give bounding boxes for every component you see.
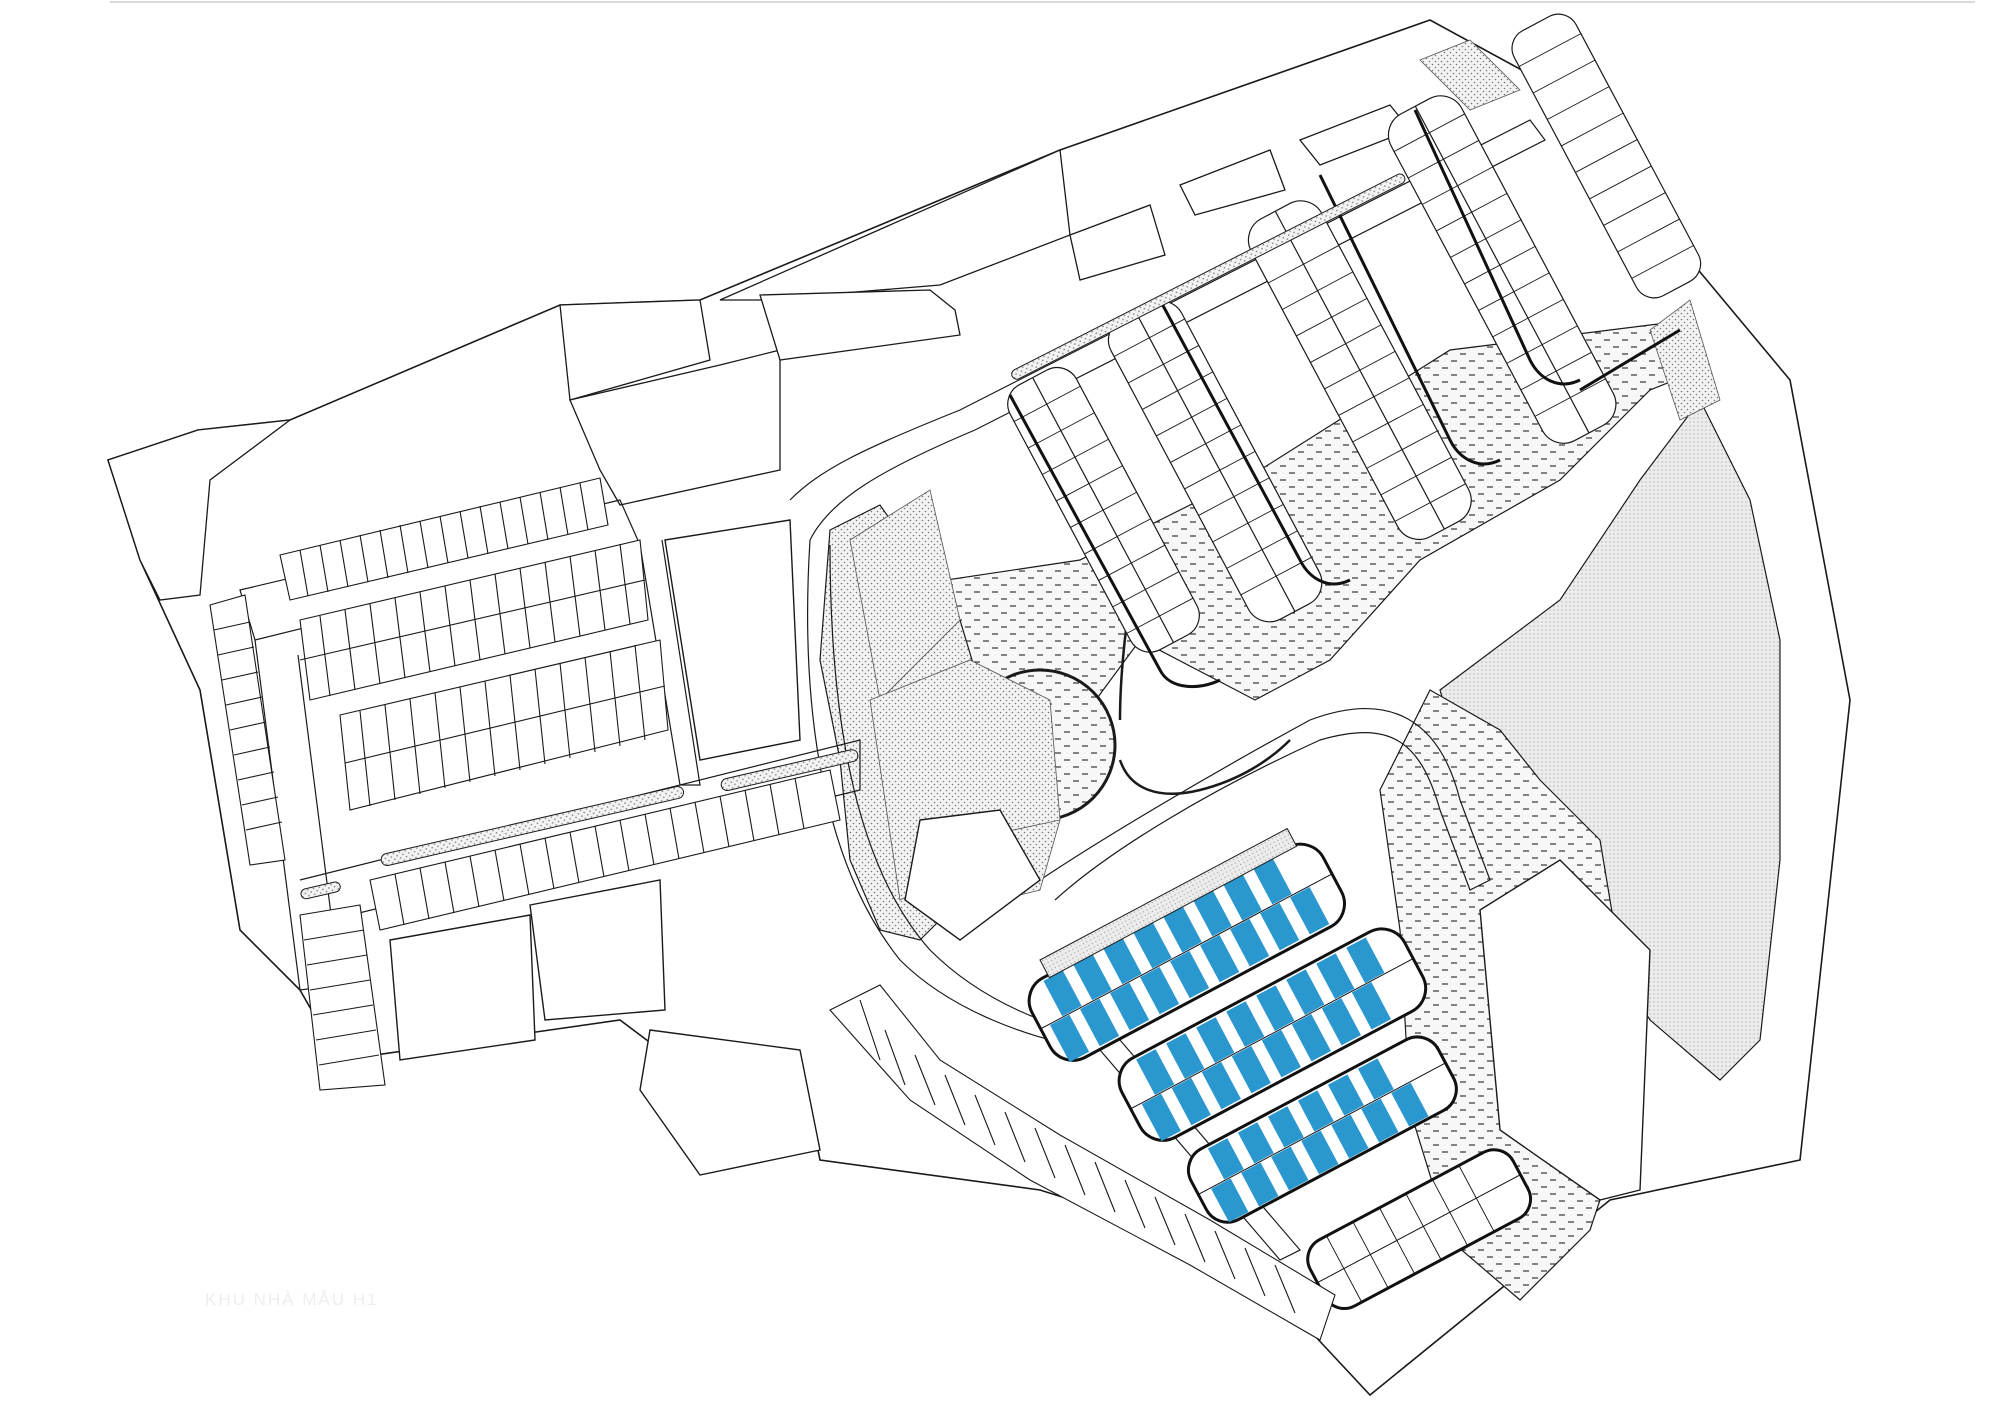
lot-column-southwest — [299, 904, 386, 1091]
model-row-2 — [1117, 927, 1428, 1142]
lot-row-west-2 — [299, 539, 649, 701]
housing-lots-south — [829, 984, 1336, 1341]
lot-row-west-1 — [279, 477, 609, 601]
model-row-1 — [1027, 842, 1346, 1063]
model-row-3 — [1186, 1035, 1458, 1224]
landscape-hatch-strip — [1039, 827, 1298, 979]
model-housing-blocks — [1027, 842, 1533, 1310]
model-row-4-plain — [1306, 1148, 1533, 1310]
neighbour-parcels-north — [107, 104, 1412, 601]
finger-block-4 — [1387, 95, 1617, 444]
drawing-caption: KHU NHÀ MẪU H1 — [205, 1290, 378, 1309]
housing-lots-west — [209, 477, 841, 1091]
lot-column-west-edge — [209, 594, 286, 866]
lot-row-west-3 — [339, 639, 669, 811]
building-blocks — [389, 519, 1651, 1201]
landscape-strips — [300, 173, 1406, 900]
lot-row-west-4 — [369, 769, 841, 931]
north-block-outlines — [1008, 109, 1681, 689]
